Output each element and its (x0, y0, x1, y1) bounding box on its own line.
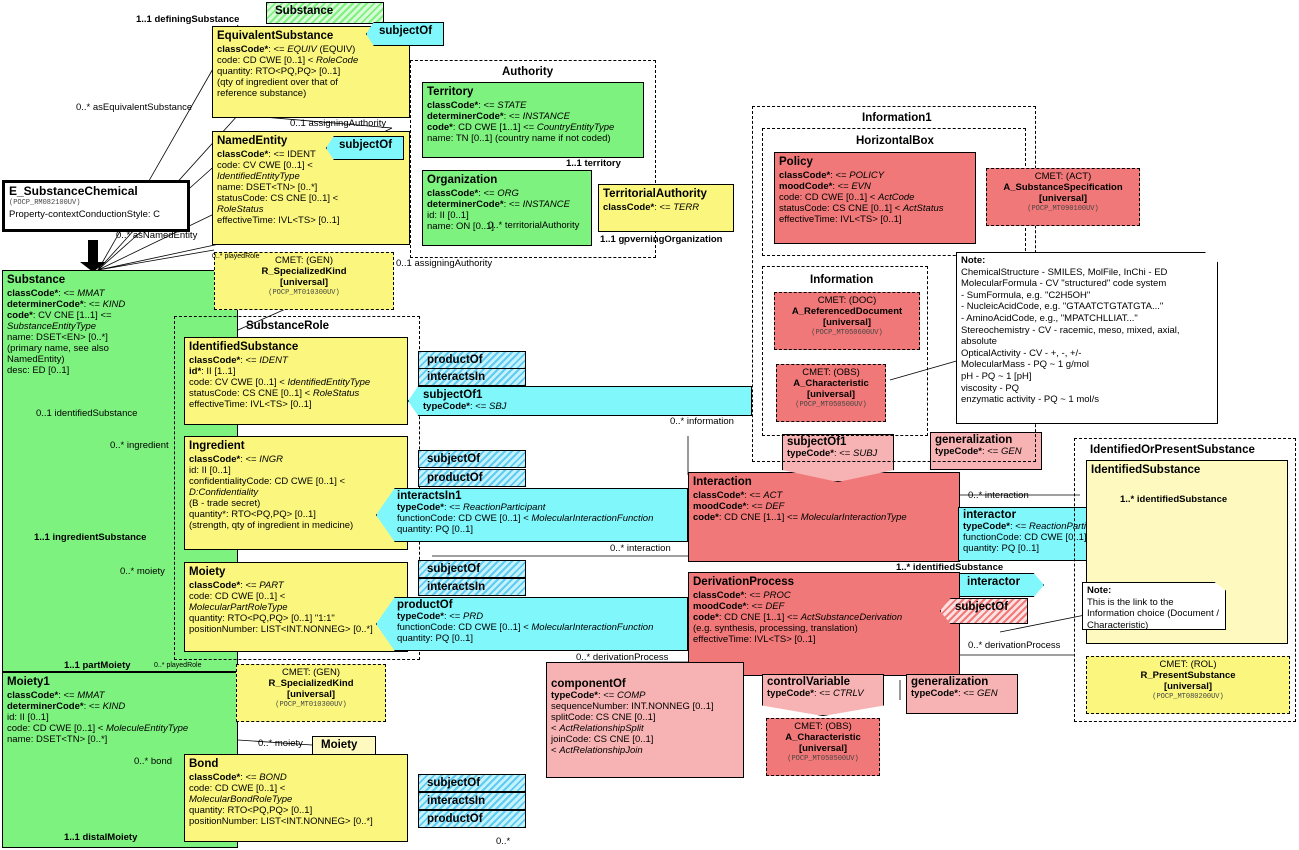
label-identified-substance-1: 1..* identifiedSubstance (1120, 494, 1228, 505)
bond-class[interactable]: Bond classCode*: <= BOND code: CD CWE [0… (184, 754, 408, 842)
cmet-referenced-document[interactable]: CMET: (DOC) A_ReferencedDocument [univer… (774, 292, 920, 350)
equivalent-title: EquivalentSubstance (217, 30, 334, 42)
subjectof-tab-ingredient[interactable]: subjectOf (418, 450, 526, 468)
label-governing: 1..1 governingOrganization (600, 234, 723, 245)
identified-or-present-container (1074, 438, 1296, 722)
productof-tab-3[interactable]: productOf (418, 810, 526, 828)
substance-role-title: SubstanceRole (246, 320, 330, 332)
ingredient-class[interactable]: Ingredient classCode*: <= INGR id: II [0… (184, 436, 408, 550)
territorial-authority-class[interactable]: TerritorialAuthority classCode*: <= TERR (598, 184, 734, 232)
label-assigning-1: 0..1 assigningAuthority (290, 118, 387, 129)
label-derivation-process-1: 0..* derivationProcess (576, 652, 669, 663)
territorial-title: TerritorialAuthority (603, 188, 707, 200)
entry-style: Property-contextConductionStyle: C (9, 209, 161, 220)
label-interaction-1: 0..* interaction (610, 543, 671, 554)
information1-title: Information1 (862, 112, 932, 124)
label-zero-many-bottom: 0..* (496, 836, 511, 847)
identified-title: IdentifiedSubstance (189, 341, 299, 353)
generalization-top[interactable]: generalization typeCode*: <= GEN (930, 432, 1042, 470)
ingredient-title: Ingredient (189, 440, 245, 452)
substance-title: Substance (7, 274, 66, 286)
cmet-characteristic-bottom[interactable]: CMET: (OBS) A_Characteristic [universal]… (766, 718, 880, 776)
entry-id: (POCP_RM082100UV) (9, 199, 81, 207)
authority-container (410, 60, 656, 258)
derivation-title: DerivationProcess (693, 576, 794, 588)
label-information: 0..* information (670, 416, 734, 427)
generalization-bottom[interactable]: generalization typeCode*: <= GEN (906, 674, 1018, 714)
productof-association[interactable]: productOf typeCode*: <= PRD functionCode… (376, 597, 688, 651)
interaction-title: Interaction (693, 476, 752, 488)
label-as-named: 0..* asNamedEntity (116, 230, 198, 241)
productof-tab-2[interactable]: productOf (418, 469, 526, 487)
label-ingredient: 0..* ingredient (110, 440, 169, 451)
entry-point-box: E_SubstanceChemical (POCP_RM082100UV) Pr… (2, 180, 190, 232)
interactsin-tab-3[interactable]: interactsIn (418, 792, 526, 810)
note-information-link: Note: This is the link to the Informatio… (1082, 582, 1226, 630)
label-as-equivalent: 0..* asEquivalentSubstance (76, 102, 193, 113)
label-derivation-process-2: 0..* derivationProcess (968, 640, 1061, 651)
label-played-role: 0..* playedRole (212, 253, 260, 260)
productof-tab-1[interactable]: productOf (418, 351, 526, 369)
label-bond: 0..* bond (134, 756, 173, 767)
identified-substance-class[interactable]: IdentifiedSubstance classCode*: <= IDENT… (184, 337, 408, 425)
authority-title: Authority (502, 66, 554, 78)
subjectof-tab-equiv[interactable]: subjectOf (366, 22, 444, 46)
subjectof-tab-named[interactable]: subjectOf (326, 136, 404, 160)
interactor-tab[interactable]: interactor (958, 573, 1044, 597)
label-distal-moiety: 1..1 distalMoiety (64, 832, 138, 843)
label-territory: 1..1 territory (566, 158, 621, 169)
organization-class[interactable]: Organization classCode*: <= ORG determin… (422, 170, 592, 246)
entry-title: E_SubstanceChemical (9, 184, 138, 198)
cmet-specialized-kind-2[interactable]: CMET: (GEN) R_SpecializedKind [universal… (236, 664, 386, 722)
subjectof-tab-derivation[interactable]: subjectOf (940, 598, 1028, 624)
moiety1-title: Moiety1 (7, 676, 50, 688)
moiety-title: Moiety (189, 566, 226, 578)
label-identified-substance: 0..1 identifiedSubstance (36, 408, 138, 419)
interactsin-tab-2[interactable]: interactsIn (418, 578, 526, 596)
territory-class[interactable]: Territory classCode*: <= STATE determine… (422, 82, 644, 158)
information-title: Information (810, 274, 874, 286)
label-played-role-2: 0..* playedRole (154, 662, 202, 669)
componentof-association[interactable]: componentOf typeCode*: <= COMP sequenceN… (546, 662, 744, 778)
label-identified-substance-2: 1..* identifiedSubstance (896, 562, 1004, 573)
cmet-present-substance[interactable]: CMET: (ROL) R_PresentSubstance [universa… (1086, 656, 1290, 714)
territory-title: Territory (427, 86, 474, 98)
organization-title: Organization (427, 174, 498, 186)
named-entity-title: NamedEntity (217, 135, 288, 147)
policy-class[interactable]: Policy classCode*: <= POLICY moodCode*: … (774, 152, 976, 244)
cmet-specialized-kind-1[interactable]: CMET: (GEN) R_SpecializedKind [universal… (214, 252, 394, 310)
label-defining: 1..1 definingSubstance (136, 14, 240, 25)
equivalent-substance-class[interactable]: EquivalentSubstance classCode*: <= EQUIV… (212, 26, 410, 118)
subjectof-tab-bond[interactable]: subjectOf (418, 774, 526, 792)
label-territorial: 0..* territorialAuthority (488, 220, 580, 231)
horizontalbox-title: HorizontalBox (856, 135, 934, 147)
label-moiety-2: 0..* moiety (258, 738, 303, 749)
substance-ref-tab[interactable]: Substance (266, 2, 384, 24)
subjectof1-interaction[interactable]: subjectOf1 typeCode*: <= SUBJ (782, 434, 894, 482)
subjectof1-association[interactable]: subjectOf1 typeCode*: <= SBJ (408, 386, 752, 416)
interactsin-tab-1[interactable]: interactsIn (418, 368, 526, 386)
policy-title: Policy (779, 156, 813, 168)
cmet-characteristic[interactable]: CMET: (OBS) A_Characteristic [universal]… (776, 364, 886, 422)
named-entity-class[interactable]: NamedEntity classCode*: <= IDENT code: C… (212, 131, 410, 245)
information-container (762, 266, 928, 436)
note-chemical-structure: Note: ChemicalStructure - SMILES, MolFil… (956, 252, 1218, 424)
bond-title: Bond (189, 758, 219, 770)
label-part-moiety: 1..1 partMoiety (64, 660, 131, 671)
derivation-process-class[interactable]: DerivationProcess classCode*: <= PROC mo… (688, 572, 960, 676)
identified-or-present-title: IdentifiedOrPresentSubstance (1090, 444, 1255, 456)
cmet-substance-specification[interactable]: CMET: (ACT) A_SubstanceSpecification [un… (986, 168, 1140, 226)
label-ingredient-substance: 1..1 ingredientSubstance (34, 532, 147, 543)
label-moiety: 0..* moiety (120, 566, 165, 577)
interactsin1-association[interactable]: interactsIn1 typeCode*: <= ReactionParti… (376, 488, 688, 542)
subjectof-tab-moiety[interactable]: subjectOf (418, 560, 526, 578)
moiety-class[interactable]: Moiety classCode*: <= PART code: CD CWE … (184, 562, 408, 652)
moiety-ref-tab[interactable]: Moiety (312, 736, 376, 758)
interaction-class[interactable]: Interaction classCode*: <= ACT moodCode*… (688, 472, 960, 562)
label-interaction-2: 0..* interaction (968, 490, 1029, 501)
label-assigning-2: 0..1 assigningAuthority (396, 258, 493, 269)
